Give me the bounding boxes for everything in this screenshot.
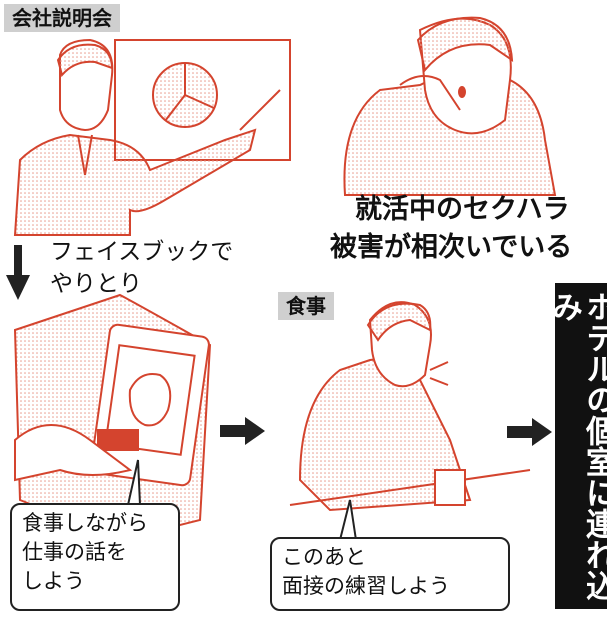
tear-icon — [458, 86, 466, 98]
phone-bubble-tail — [127, 459, 141, 506]
bubble-line: 仕事の話を — [22, 540, 127, 564]
hotel-room-banner: ホテルの個室に連れ込み — [546, 283, 612, 609]
bubble-line: 食事しながら — [22, 511, 148, 535]
right-arrow-icon — [507, 418, 552, 446]
meal-speech-bubble: このあと 面接の練習しよう — [270, 537, 510, 611]
bubble-line: このあと — [282, 545, 366, 569]
banner-text: ホテルの個室に連れ込み — [546, 291, 612, 601]
facebook-caption-line-1: フェイスブックで — [50, 239, 234, 265]
crying-woman-figure — [343, 16, 557, 196]
facebook-caption-line-2: やりとり — [50, 271, 142, 297]
headline-line-1: 就活中のセクハラ — [355, 194, 570, 225]
pie-chart-icon — [152, 62, 218, 128]
briefing-label: 会社説明会 — [4, 4, 120, 32]
down-arrow-icon — [6, 245, 30, 300]
presenter-figure — [13, 38, 291, 236]
phone-speech-bubble: 食事しながら 仕事の話を しよう — [10, 503, 180, 611]
phone-figure — [13, 293, 212, 542]
meal-bubble-tail — [339, 499, 357, 541]
bubble-line: しよう — [22, 569, 85, 593]
headline-line-2: 被害が相次いでいる — [330, 232, 573, 263]
meal-label: 食事 — [278, 292, 334, 320]
right-arrow-icon — [220, 417, 265, 445]
diner-figure — [289, 301, 531, 512]
bubble-line: 面接の練習しよう — [282, 574, 450, 598]
